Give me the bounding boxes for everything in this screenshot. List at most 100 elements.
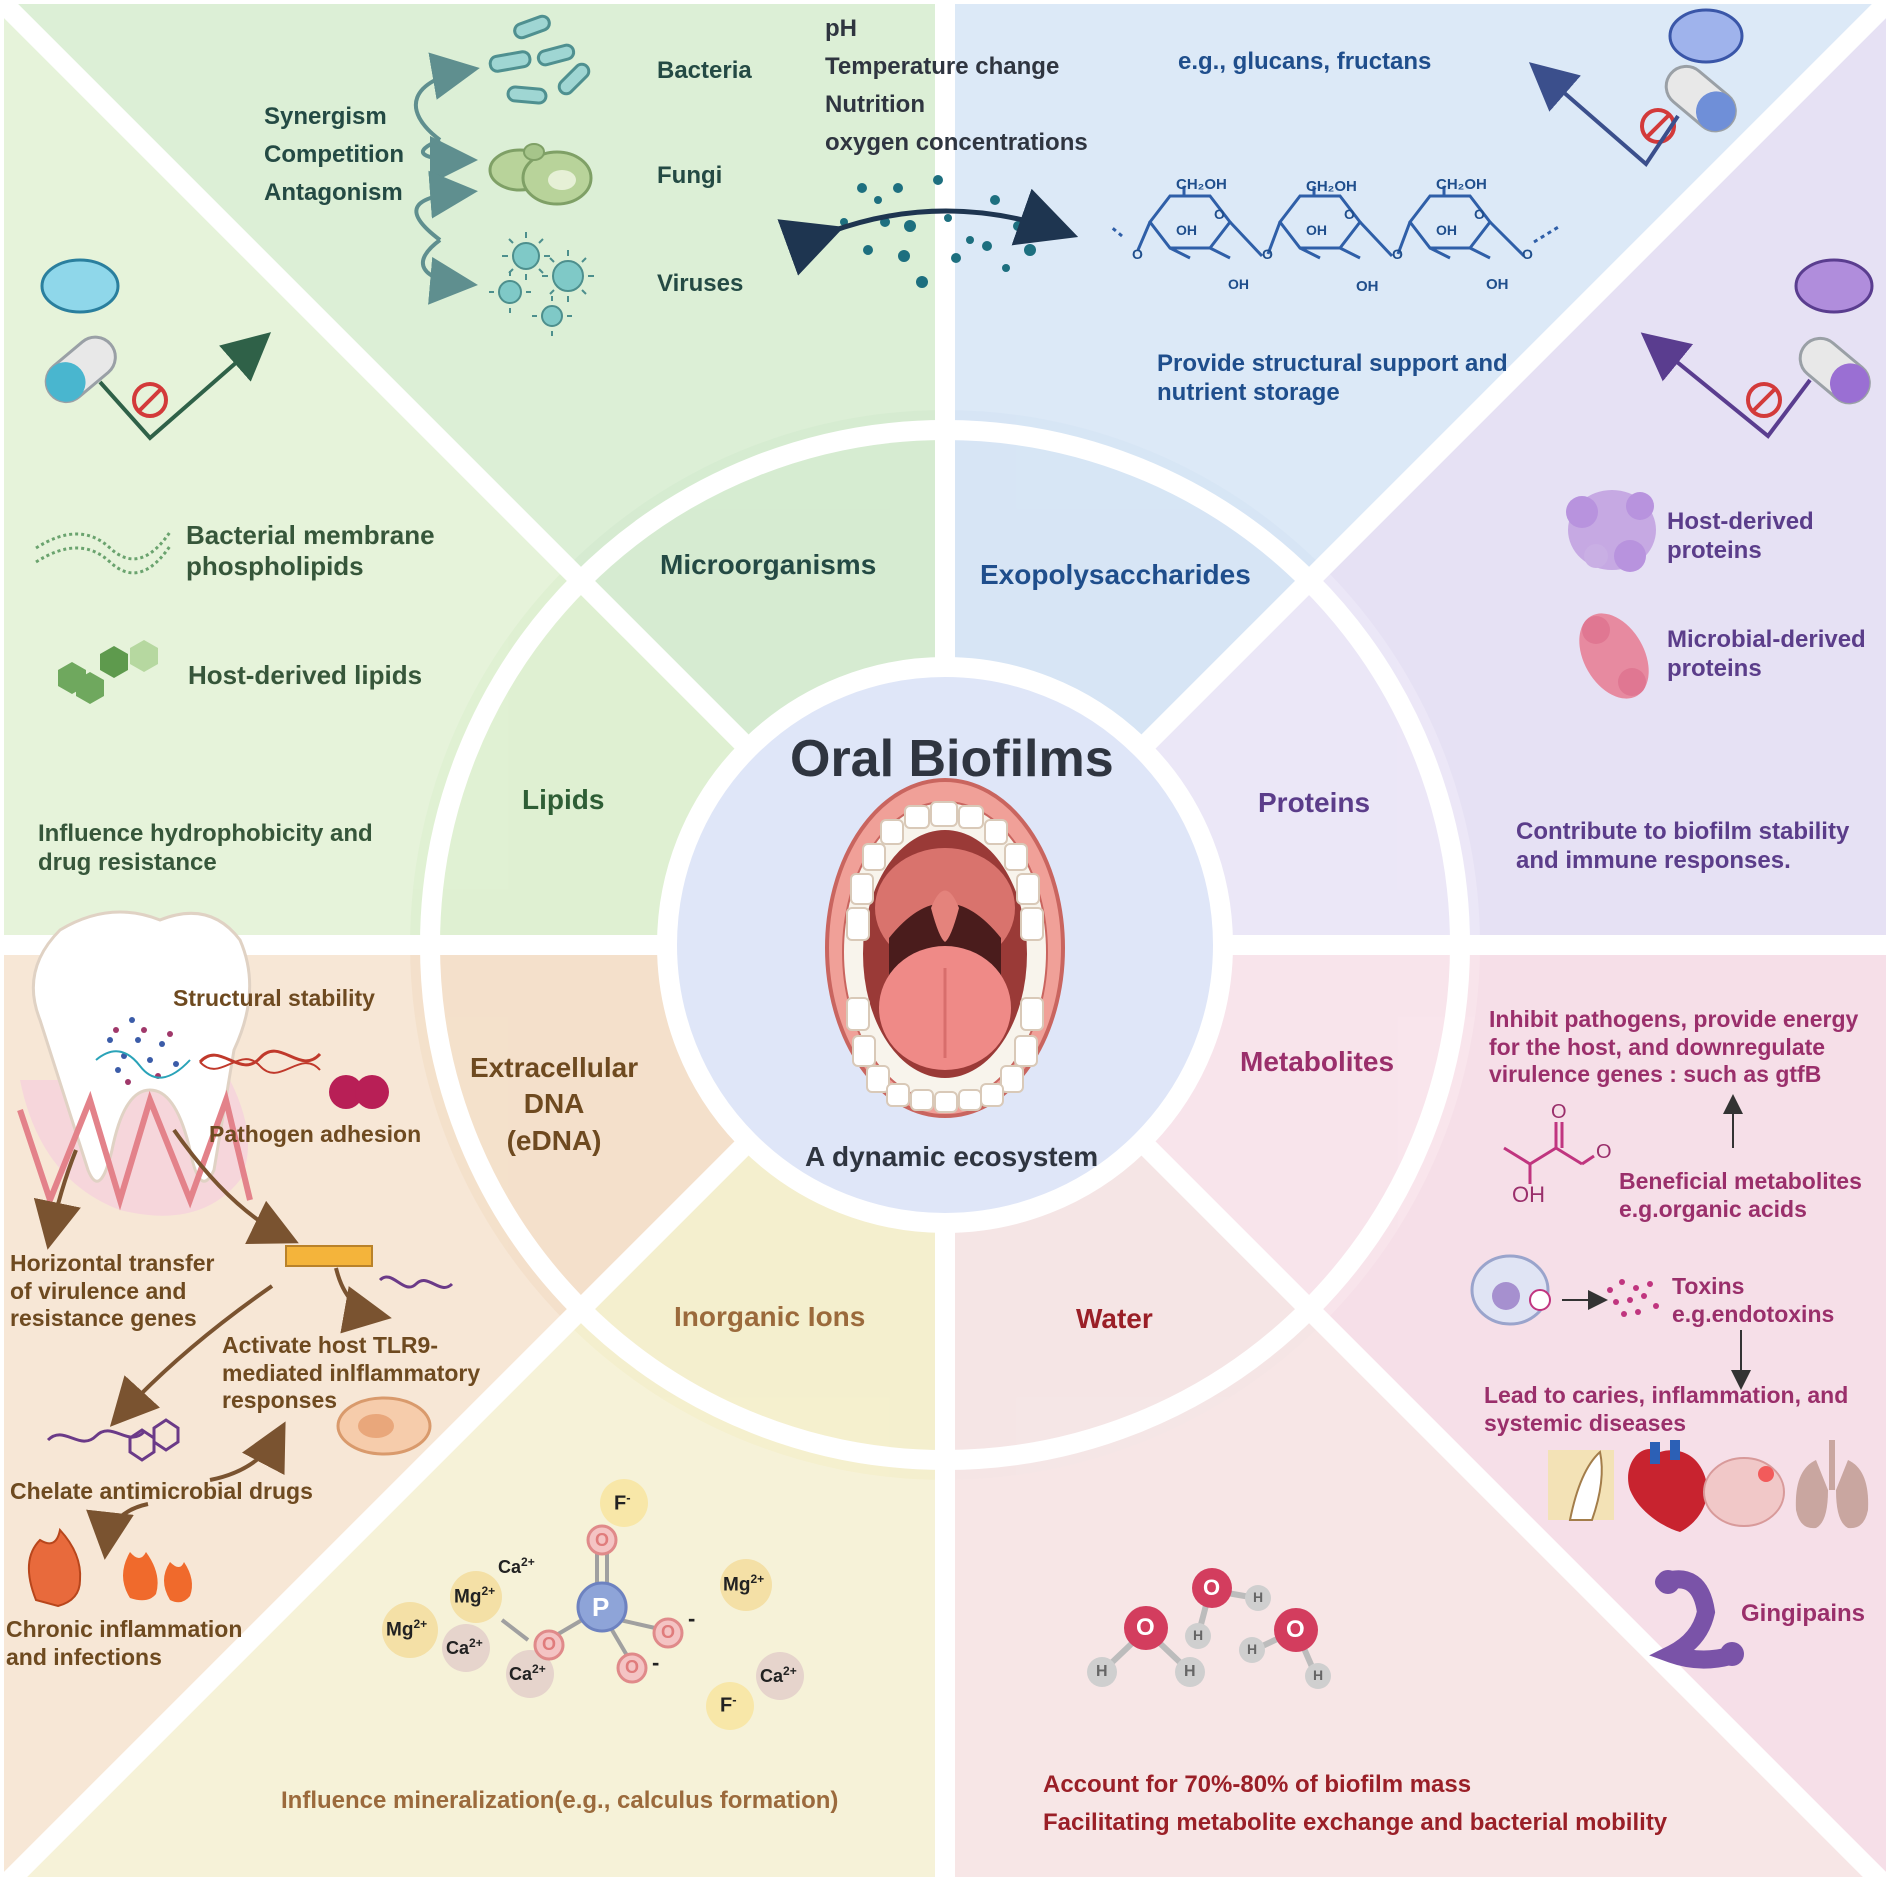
lipids-role: Influence hydrophobicity and drug resist… xyxy=(38,820,373,878)
bacterial-membrane-phospholipids: Bacterial membrane phospholipids xyxy=(186,520,435,582)
factor-nutrition: Nutrition xyxy=(825,90,925,118)
chelate-antimicrobial-drugs: Chelate antimicrobial drugs xyxy=(10,1478,313,1504)
eps-role: Provide structural support and nutrient … xyxy=(1157,350,1508,408)
ion-o-right: O xyxy=(661,1622,676,1642)
tooth-gum-illustration xyxy=(17,910,253,1216)
horizontal-gene-transfer: Horizontal transfer of virulence and res… xyxy=(10,1250,214,1333)
acid-o-right: O xyxy=(1596,1141,1612,1163)
virus-icon xyxy=(489,232,594,336)
segment-label-microorganisms: Microorganisms xyxy=(660,549,877,580)
host-derived-lipids: Host-derived lipids xyxy=(188,660,423,690)
ion-mg-2: Mg2+ xyxy=(386,1617,428,1641)
eps-role-line-2: nutrient storage xyxy=(1157,378,1340,406)
lipids-role-line-2: drug resistance xyxy=(38,848,217,876)
water-molecules xyxy=(1087,1568,1331,1689)
water-role-line-1: Account for 70%-80% of biofilm mass xyxy=(1043,1771,1472,1798)
water-h-2: H xyxy=(1184,1663,1196,1680)
heart-icon xyxy=(1628,1440,1708,1532)
diseases-line-2: systemic diseases xyxy=(1484,1409,1687,1436)
drug-pill-lipids xyxy=(40,258,272,441)
inhibit-line-3: virulence genes : such as gtfB xyxy=(1489,1061,1822,1088)
dna-helix-icon xyxy=(198,1049,322,1067)
ion-o-top: O xyxy=(595,1530,610,1550)
proteins-role-line-1: Contribute to biofilm stability xyxy=(1516,818,1850,845)
diseases-line-1: Lead to caries, inflammation, and xyxy=(1484,1382,1849,1408)
host-derived-proteins: Host-derived proteins xyxy=(1667,508,1814,566)
segment-label-inorganic-ions: Inorganic Ions xyxy=(674,1301,866,1332)
water-o-1: O xyxy=(1136,1614,1155,1641)
host-proteins-line-1: Host-derived xyxy=(1667,508,1814,535)
beneficial-line-2: e.g.organic acids xyxy=(1619,1195,1807,1222)
ion-ca-4: Ca2+ xyxy=(760,1664,797,1686)
eps-oh-2a: OH xyxy=(1306,222,1327,238)
phospholipids-line-2: phospholipids xyxy=(186,551,364,582)
interaction-list: Synergism Competition Antagonism xyxy=(264,98,404,212)
fungi-icon xyxy=(488,143,593,206)
eps-oh-3a: OH xyxy=(1436,222,1457,238)
eps-role-line-1: Provide structural support and xyxy=(1157,350,1508,377)
environmental-factors: pH Temperature change Nutrition oxygen c… xyxy=(825,10,1088,162)
page-title: Oral Biofilms xyxy=(790,730,1114,788)
phospholipids-line-1: Bacterial membrane xyxy=(186,520,435,550)
ion-mg-1: Mg2+ xyxy=(454,1584,496,1608)
water-h-6: H xyxy=(1313,1667,1324,1683)
eps-o-link-1: O xyxy=(1262,246,1273,262)
ion-f-top: F- xyxy=(614,1490,631,1515)
ion-o-bottom: O xyxy=(625,1657,640,1677)
segment-label-proteins: Proteins xyxy=(1258,787,1371,818)
lungs-icon xyxy=(1795,1440,1869,1529)
ion-ca-2: Ca2+ xyxy=(446,1636,483,1658)
inhibit-line-2: for the host, and downregulate xyxy=(1489,1033,1826,1060)
acid-oh: OH xyxy=(1512,1182,1545,1207)
ion-p: P xyxy=(592,1592,610,1622)
eps-ch2oh-2: CH₂OH xyxy=(1306,178,1357,195)
tlr9-activation: Activate host TLR9- mediated inlflammato… xyxy=(222,1332,480,1415)
hexagon-drug-icon xyxy=(128,1418,180,1462)
chronic-line-2: and infections xyxy=(6,1643,162,1670)
factor-oxygen: oxygen concentrations xyxy=(825,128,1088,156)
disease-icons xyxy=(1548,1440,1869,1532)
water-h-4: H xyxy=(1193,1627,1204,1643)
eps-o-link-2: O xyxy=(1392,246,1403,262)
segment-label-metabolites: Metabolites xyxy=(1240,1046,1395,1077)
factor-ph: pH xyxy=(825,15,857,42)
chronic-line-1: Chronic inflammation xyxy=(6,1616,243,1642)
brain-icon xyxy=(1703,1457,1785,1527)
host-cell-icon xyxy=(336,1396,432,1456)
water-h-5: H xyxy=(1247,1641,1258,1657)
segment-label-lipids: Lipids xyxy=(522,784,605,815)
water-h-3: H xyxy=(1253,1589,1264,1605)
host-protein-icon xyxy=(1566,490,1656,572)
ion-molecules xyxy=(382,1479,804,1730)
eps-o-2: O xyxy=(1344,206,1355,222)
disease-outcome: Lead to caries, inflammation, and system… xyxy=(1484,1382,1848,1437)
gene-segment-icon xyxy=(285,1245,373,1267)
segment-label-exopolysaccharides: Exopolysaccharides xyxy=(980,559,1251,590)
organism-bacteria: Bacteria xyxy=(657,57,752,84)
gingipain-icon xyxy=(1649,1570,1744,1669)
organic-acid-structure xyxy=(1503,1122,1595,1184)
ion-mg-3: Mg2+ xyxy=(723,1572,765,1596)
fire-icon xyxy=(27,1527,192,1608)
microbial-proteins-line-2: proteins xyxy=(1667,654,1762,682)
structural-stability: Structural stability xyxy=(173,985,375,1011)
eps-oh-3b: OH xyxy=(1486,276,1509,293)
eps-example: e.g., glucans, fructans xyxy=(1178,48,1432,75)
segment-label-edna: Extracellular DNA (eDNA) xyxy=(470,1050,638,1159)
pathogen-icon xyxy=(329,1075,389,1109)
ion-ca-3: Ca2+ xyxy=(509,1662,546,1684)
tlr9-line-1: Activate host TLR9- xyxy=(222,1332,438,1358)
chronic-inflammation: Chronic inflammation and infections xyxy=(6,1616,242,1671)
eps-o-link-0: O xyxy=(1132,246,1143,262)
water-h-1: H xyxy=(1096,1663,1108,1680)
proteins-role-line-2: and immune responses. xyxy=(1516,846,1791,874)
edna-line-3: (eDNA) xyxy=(506,1124,602,1156)
interaction-synergism: Synergism xyxy=(264,103,387,130)
outer-ring xyxy=(420,420,1470,1470)
eps-o-1: O xyxy=(1214,206,1225,222)
host-proteins-line-2: proteins xyxy=(1667,536,1762,564)
edna-line-1: Extracellular xyxy=(470,1052,639,1083)
organism-viruses: Viruses xyxy=(657,270,744,297)
immune-cell-icon xyxy=(1470,1254,1551,1326)
exchange-double-arrow xyxy=(777,188,1079,276)
